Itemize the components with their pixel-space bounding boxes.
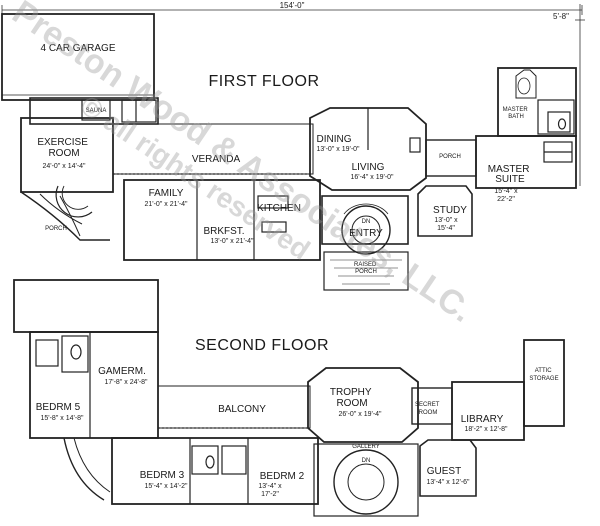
room-garage-label: 4 CAR GARAGE <box>40 43 115 54</box>
room-guest-dim: 13'-4" x 12'-6" <box>426 479 470 486</box>
room-entry-label: ENTRY <box>349 228 383 239</box>
room-gallery-label: GALLERY <box>352 444 380 450</box>
room-living-dim: 16'-4" x 19'-0" <box>350 174 394 181</box>
room-brkfst-label: BRKFST. <box>203 226 244 237</box>
room-guest-label: GUEST <box>427 466 461 477</box>
room-exercise-label: EXERCISE ROOM <box>37 137 90 159</box>
room-brkfst-dim: 13'-0" x 21'-4" <box>210 238 254 245</box>
dimension-lines <box>1 4 585 186</box>
room-secret-line1: SECRET <box>415 402 440 408</box>
room-library-label: LIBRARY <box>461 414 504 425</box>
room-master-bath-label: MASTER BATH <box>503 107 530 120</box>
first-floor-walls <box>1 13 577 291</box>
room-bedrm3-dim: 15'-4" x 14'-2" <box>144 483 188 490</box>
room-exercise-label-line1: EXERCISE <box>37 137 88 148</box>
room-porch-left-label: PORCH <box>45 226 67 232</box>
room-master-suite-line2: SUITE <box>495 174 525 185</box>
room-gamerm-dim: 17'-8" x 24'-8" <box>104 379 148 386</box>
second-floor-title: SECOND FLOOR <box>195 337 329 354</box>
room-trophy-dim: 26'-0" x 19'-4" <box>338 411 382 418</box>
right-offset-dim: 5'-8" <box>553 12 569 21</box>
room-raised-porch-label: RAISED PORCH <box>354 262 378 275</box>
room-living-label: LIVING <box>352 162 385 173</box>
room-master-suite-dim-1: 15'-4" x <box>494 188 518 195</box>
room-secret-line2: ROOM <box>419 410 438 416</box>
room-study-dim-2: 15'-4" <box>437 225 455 232</box>
room-raised-porch-line2: PORCH <box>355 269 377 275</box>
room-porch-mid-label: PORCH <box>439 154 461 160</box>
room-attic-line1: ATTIC <box>535 368 553 374</box>
room-master-suite-label: MASTER SUITE <box>488 164 532 185</box>
room-study-label: STUDY <box>433 205 467 216</box>
room-gamerm-label: GAMERM. <box>98 366 146 377</box>
room-study-dim-1: 13'-0" x <box>434 217 458 224</box>
first-floor-title: FIRST FLOOR <box>209 73 320 90</box>
room-kitchen-label: KITCHEN <box>257 203 301 214</box>
room-bedrm3-label: BEDRM 3 <box>140 470 185 481</box>
room-attic-label: ATTIC STORAGE <box>529 368 558 382</box>
room-raised-porch-line1: RAISED <box>354 262 377 268</box>
room-bedrm2-dim-2: 17'-2" <box>261 491 279 498</box>
room-sauna-label: SAUNA <box>86 108 107 114</box>
room-master-bath-line2: BATH <box>508 114 524 120</box>
entry-dn-label: DN <box>362 219 371 225</box>
room-secret-label: SECRET ROOM <box>415 402 441 416</box>
room-exercise-label-line2: ROOM <box>48 148 79 159</box>
room-attic-line2: STORAGE <box>529 376 558 382</box>
room-exercise-dim: 24'-0" x 14'-4" <box>42 163 86 170</box>
room-trophy-label: TROPHY ROOM <box>330 387 374 409</box>
room-bedrm5-label: BEDRM 5 <box>36 402 81 413</box>
room-master-bath-line1: MASTER <box>503 107 529 113</box>
room-bedrm2-dim-1: 13'-4" x <box>258 483 282 490</box>
overall-width-dim: 154'-0" <box>280 1 305 10</box>
room-master-suite-dim-2: 22'-2" <box>497 196 515 203</box>
gallery-dn-label: DN <box>362 458 371 464</box>
room-bedrm2-label: BEDRM 2 <box>260 471 305 482</box>
room-library-dim: 18'-2" x 12'-8" <box>464 426 508 433</box>
room-trophy-line2: ROOM <box>336 398 367 409</box>
room-dining-dim: 13'-0" x 19'-0" <box>316 146 360 153</box>
room-trophy-line1: TROPHY <box>330 387 372 398</box>
room-master-suite-line1: MASTER <box>488 164 530 175</box>
room-balcony-label: BALCONY <box>218 404 266 415</box>
room-family-label: FAMILY <box>149 188 184 199</box>
room-veranda-label: VERANDA <box>192 154 241 165</box>
room-family-dim: 21'-0" x 21'-4" <box>144 201 188 208</box>
room-dining-label: DINING <box>317 134 352 145</box>
second-floor-walls <box>13 279 565 517</box>
room-bedrm5-dim: 15'-8" x 14'-8" <box>40 415 84 422</box>
